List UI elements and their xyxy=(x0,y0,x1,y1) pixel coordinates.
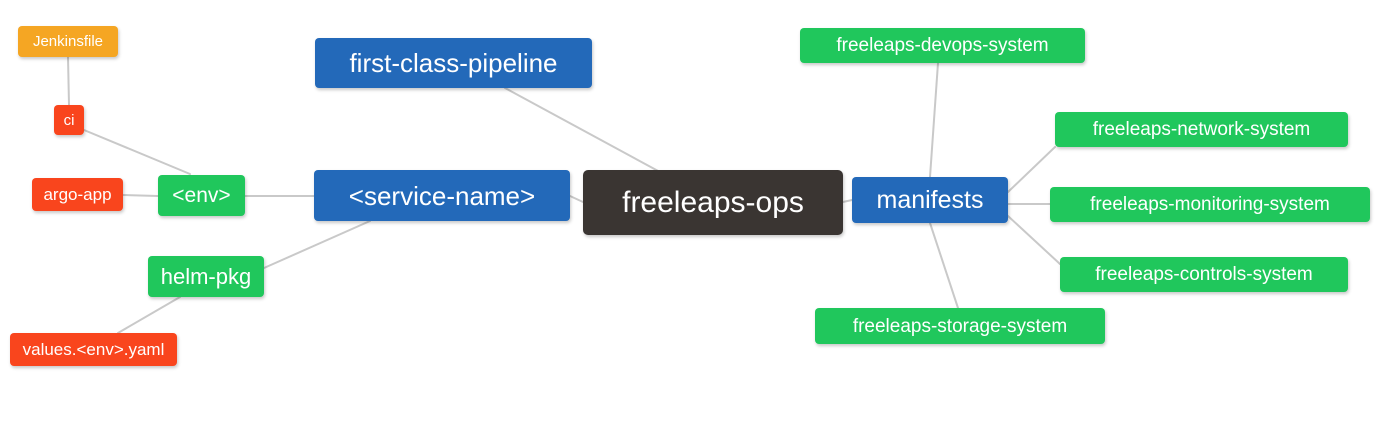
node-label: freeleaps-network-system xyxy=(1092,119,1311,140)
edge-manifests-to-freeleaps-storage-system xyxy=(929,222,959,309)
node-freeleaps-devops-system[interactable]: freeleaps-devops-system xyxy=(800,28,1085,63)
node-label: freeleaps-controls-system xyxy=(1095,264,1313,285)
edge-manifests-to-freeleaps-controls-system xyxy=(1007,215,1061,265)
node-freeleaps-ops[interactable]: freeleaps-ops xyxy=(583,170,843,235)
node-values.<env>.yaml[interactable]: values.<env>.yaml xyxy=(10,333,177,366)
node-label: <service-name> xyxy=(348,180,536,211)
node-service-name[interactable]: <service-name> xyxy=(314,170,570,221)
node-freeleaps-monitoring-system[interactable]: freeleaps-monitoring-system xyxy=(1050,187,1370,222)
edge-freeleaps-ops-to-first-class-pipeline xyxy=(504,87,661,173)
node-helm-pkg[interactable]: helm-pkg xyxy=(148,256,264,297)
edge-ci-to-Jenkinsfile xyxy=(67,56,70,106)
node-Jenkinsfile[interactable]: Jenkinsfile xyxy=(18,26,118,57)
node-label: freeleaps-monitoring-system xyxy=(1090,194,1330,215)
node-env[interactable]: <env> xyxy=(158,175,245,216)
node-label: helm-pkg xyxy=(160,263,252,289)
node-freeleaps-network-system[interactable]: freeleaps-network-system xyxy=(1055,112,1348,147)
node-label: first-class-pipeline xyxy=(349,48,558,78)
node-label: argo-app xyxy=(43,185,112,204)
node-label: <env> xyxy=(172,184,231,207)
edge-manifests-to-freeleaps-devops-system xyxy=(929,62,939,178)
edge-service-name-to-helm-pkg xyxy=(263,220,371,269)
node-label: freeleaps-storage-system xyxy=(852,315,1068,337)
node-first-class-pipeline[interactable]: first-class-pipeline xyxy=(315,38,592,88)
node-ci[interactable]: ci xyxy=(54,105,84,135)
node-argo-app[interactable]: argo-app xyxy=(32,178,123,211)
node-label: freeleaps-devops-system xyxy=(836,35,1049,56)
node-label: values.<env>.yaml xyxy=(22,340,165,359)
edge-env-to-argo-app xyxy=(122,194,159,197)
node-manifests[interactable]: manifests xyxy=(852,177,1008,223)
node-label: manifests xyxy=(876,185,984,214)
node-label: ci xyxy=(63,111,75,129)
edge-freeleaps-ops-to-manifests xyxy=(842,199,853,203)
node-freeleaps-storage-system[interactable]: freeleaps-storage-system xyxy=(815,308,1105,344)
edge-helm-pkg-to-values.<env>.yaml xyxy=(117,296,181,334)
node-label: Jenkinsfile xyxy=(32,33,104,50)
edge-manifests-to-freeleaps-network-system xyxy=(1007,146,1056,193)
node-freeleaps-controls-system[interactable]: freeleaps-controls-system xyxy=(1060,257,1348,292)
edge-env-to-ci xyxy=(83,129,191,175)
node-label: freeleaps-ops xyxy=(622,185,804,219)
edge-freeleaps-ops-to-service-name xyxy=(569,195,584,203)
